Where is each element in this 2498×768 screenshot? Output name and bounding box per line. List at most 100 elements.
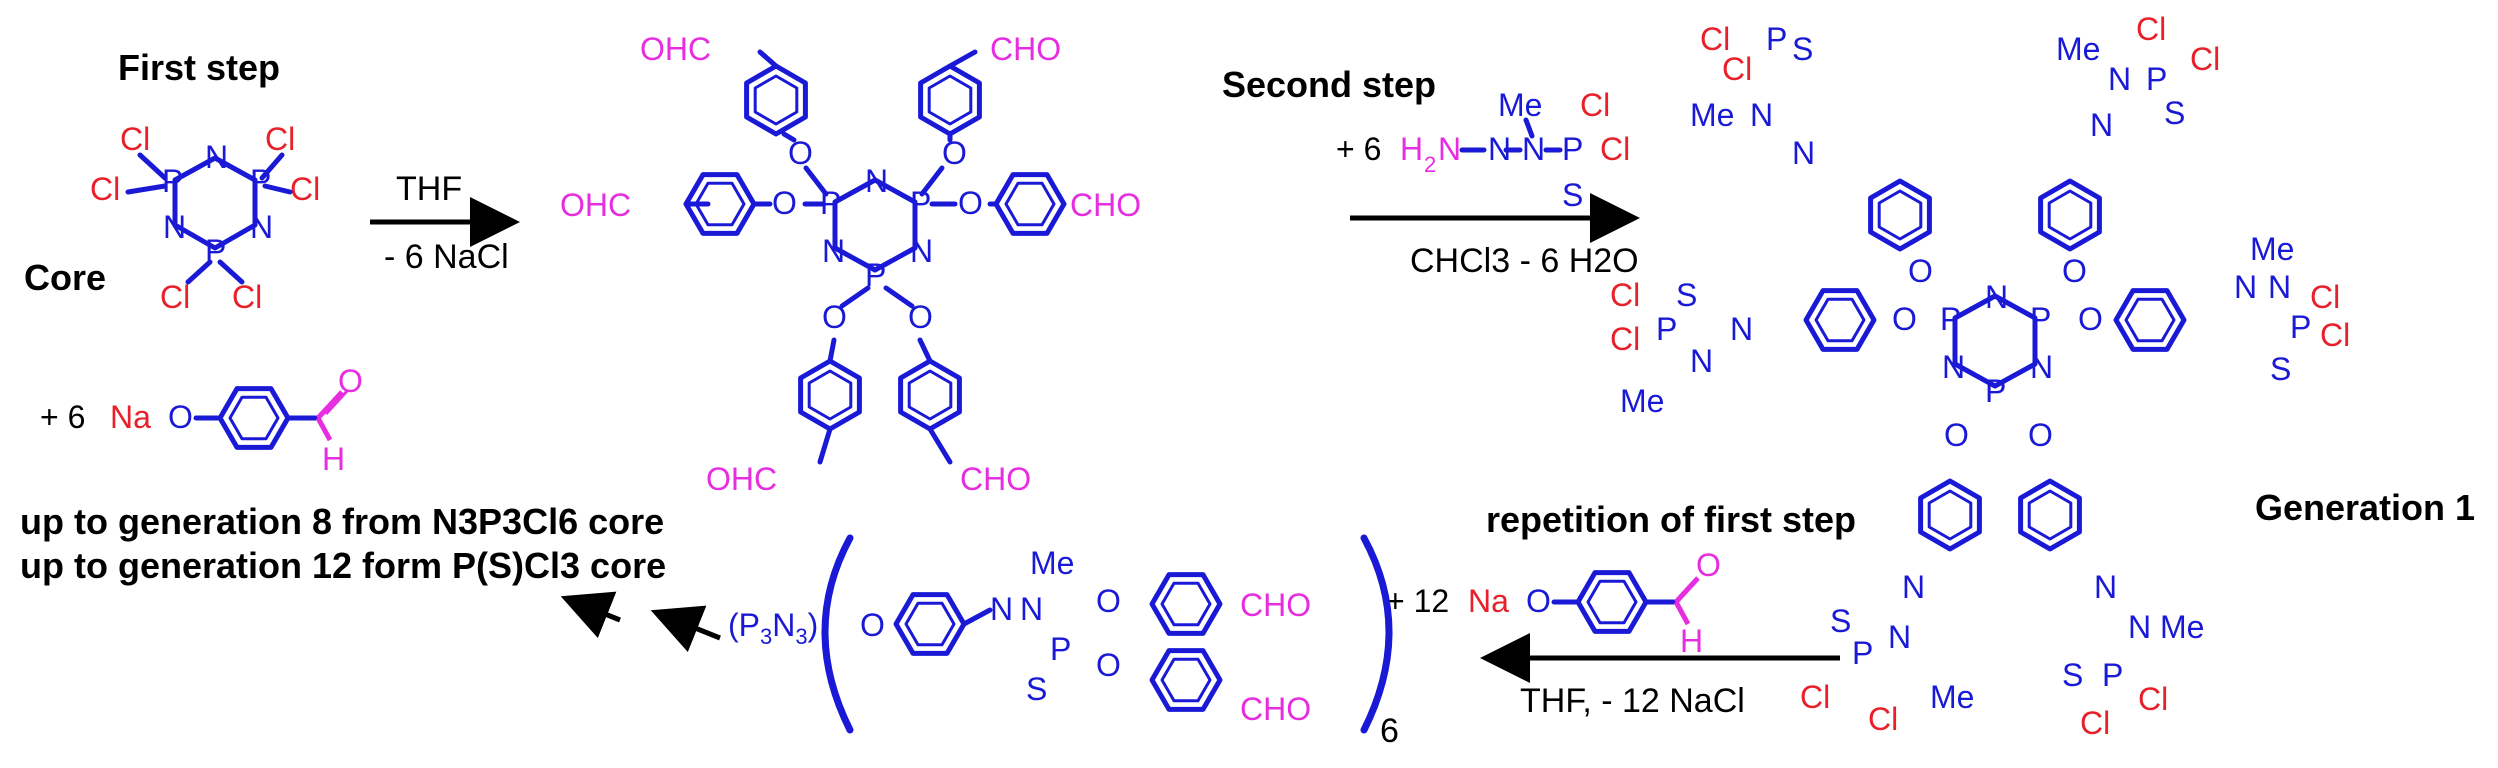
svg-text:Me: Me	[1620, 383, 1664, 419]
svg-text:P: P	[162, 163, 183, 199]
svg-text:P: P	[1985, 373, 2006, 409]
svg-text:+ 6: + 6	[40, 399, 85, 435]
svg-text:P: P	[1852, 635, 1873, 671]
repetition-label: repetition of first step	[1486, 499, 1856, 540]
second-step-label: Second step	[1222, 64, 1436, 105]
svg-text:O: O	[1892, 301, 1917, 337]
svg-text:N: N	[1750, 97, 1773, 133]
svg-text:P: P	[1766, 21, 1787, 57]
step2-solvent: CHCl3 - 6 H2O	[1410, 242, 1639, 280]
generation-12-line: up to generation 12 form P(S)Cl3 core	[20, 545, 666, 586]
svg-text:Cl: Cl	[1800, 679, 1830, 715]
svg-text:N: N	[1792, 135, 1815, 171]
svg-text:P: P	[1050, 631, 1071, 667]
svg-text:N: N	[1020, 591, 1043, 627]
svg-text:2: 2	[1424, 152, 1436, 177]
svg-text:O: O	[168, 399, 193, 435]
svg-text:Na: Na	[110, 399, 151, 435]
svg-text:Cl: Cl	[265, 121, 295, 157]
svg-text:N: N	[2128, 609, 2151, 645]
svg-text:O: O	[772, 185, 797, 221]
svg-text:N: N	[1690, 343, 1713, 379]
generation-8-line: up to generation 8 from N3P3Cl6 core	[20, 501, 664, 542]
svg-text:N: N	[1888, 619, 1911, 655]
core-n3p3cl6-molecule: P N P N N P Cl Cl Cl Cl Cl Cl	[90, 121, 320, 315]
svg-text:O: O	[2028, 417, 2053, 453]
svg-text:CHO: CHO	[1240, 587, 1311, 623]
svg-text:Me: Me	[1930, 679, 1974, 715]
svg-text:Cl: Cl	[290, 171, 320, 207]
svg-text:N: N	[2108, 61, 2131, 97]
generation-1-label: Generation 1	[2255, 487, 2475, 528]
svg-text:N: N	[1438, 131, 1461, 167]
svg-text:N: N	[2030, 349, 2053, 385]
svg-text:S: S	[1676, 277, 1697, 313]
svg-text:N: N	[163, 209, 186, 245]
core-label: Core	[24, 257, 106, 298]
svg-text:CHO: CHO	[990, 31, 1061, 67]
svg-text:N: N	[822, 233, 845, 269]
sodium-4-formylphenolate-reagent: + 6 Na O O H	[40, 363, 363, 477]
svg-text:Cl: Cl	[2080, 705, 2110, 741]
svg-text:Cl: Cl	[2320, 317, 2350, 353]
svg-text:O: O	[1696, 547, 1721, 583]
svg-text:Cl: Cl	[1610, 321, 1640, 357]
svg-text:O: O	[958, 185, 983, 221]
svg-text:Cl: Cl	[120, 121, 150, 157]
generation-1-dendrimer: P N P N N P O O O O O O Cl P S Cl Me N N…	[1610, 11, 2350, 741]
svg-text:N: N	[2268, 269, 2291, 305]
svg-text:Cl: Cl	[2136, 11, 2166, 47]
step1-byproduct: - 6 NaCl	[384, 238, 509, 276]
svg-text:Me: Me	[1030, 545, 1074, 581]
svg-text:O: O	[1908, 253, 1933, 289]
svg-text:N: N	[910, 233, 933, 269]
svg-text:P: P	[2146, 61, 2167, 97]
svg-text:Me: Me	[2056, 31, 2100, 67]
svg-text:H: H	[322, 441, 345, 477]
svg-text:Na: Na	[1468, 583, 1509, 619]
generation-2-repeat-unit: 6 (P3N3) O N N Me P S O O CHO CHO	[728, 534, 1399, 750]
step3-conditions: THF, - 12 NaCl	[1520, 682, 1745, 720]
sodium-4-formylphenolate-reagent-2: + 12 Na O O H	[1386, 547, 1721, 659]
svg-text:P: P	[910, 185, 931, 221]
svg-text:S: S	[2164, 95, 2185, 131]
svg-text:O: O	[2078, 301, 2103, 337]
svg-text:S: S	[2270, 351, 2291, 387]
hexa-aldehyde-intermediate: P N P N N P O O O O O O OHC CHO OHC CHO	[560, 31, 1141, 497]
svg-text:N: N	[990, 591, 1013, 627]
step1-solvent: THF	[396, 170, 462, 208]
svg-text:H: H	[1400, 131, 1423, 167]
svg-text:P: P	[1656, 311, 1677, 347]
svg-text:O: O	[1096, 583, 1121, 619]
svg-text:N: N	[1985, 279, 2008, 315]
svg-text:N: N	[1730, 311, 1753, 347]
svg-text:S: S	[2062, 657, 2083, 693]
svg-text:O: O	[2062, 253, 2087, 289]
svg-text:OHC: OHC	[640, 31, 711, 67]
svg-text:O: O	[860, 607, 885, 643]
svg-text:Cl: Cl	[90, 171, 120, 207]
svg-text:Cl: Cl	[232, 279, 262, 315]
svg-text:N: N	[2094, 569, 2117, 605]
svg-text:6: 6	[1380, 712, 1399, 750]
svg-text:P: P	[1562, 131, 1583, 167]
svg-text:Cl: Cl	[1600, 131, 1630, 167]
svg-text:P: P	[2102, 657, 2123, 693]
svg-text:Cl: Cl	[160, 279, 190, 315]
first-step-label: First step	[118, 47, 280, 88]
svg-text:Me: Me	[1690, 97, 1734, 133]
svg-text:CHO: CHO	[1240, 691, 1311, 727]
svg-text:H: H	[1680, 623, 1703, 659]
hydrazide-reagent: + 6 H 2 N N N Me P Cl Cl S	[1336, 87, 1630, 213]
svg-text:Cl: Cl	[1610, 277, 1640, 313]
svg-text:Cl: Cl	[2310, 279, 2340, 315]
svg-text:Cl: Cl	[1580, 87, 1610, 123]
svg-text:N: N	[1942, 349, 1965, 385]
svg-text:S: S	[1026, 671, 1047, 707]
svg-text:Cl: Cl	[1722, 51, 1752, 87]
svg-text:P: P	[865, 257, 886, 293]
svg-text:Cl: Cl	[1868, 701, 1898, 737]
svg-text:P: P	[2290, 309, 2311, 345]
